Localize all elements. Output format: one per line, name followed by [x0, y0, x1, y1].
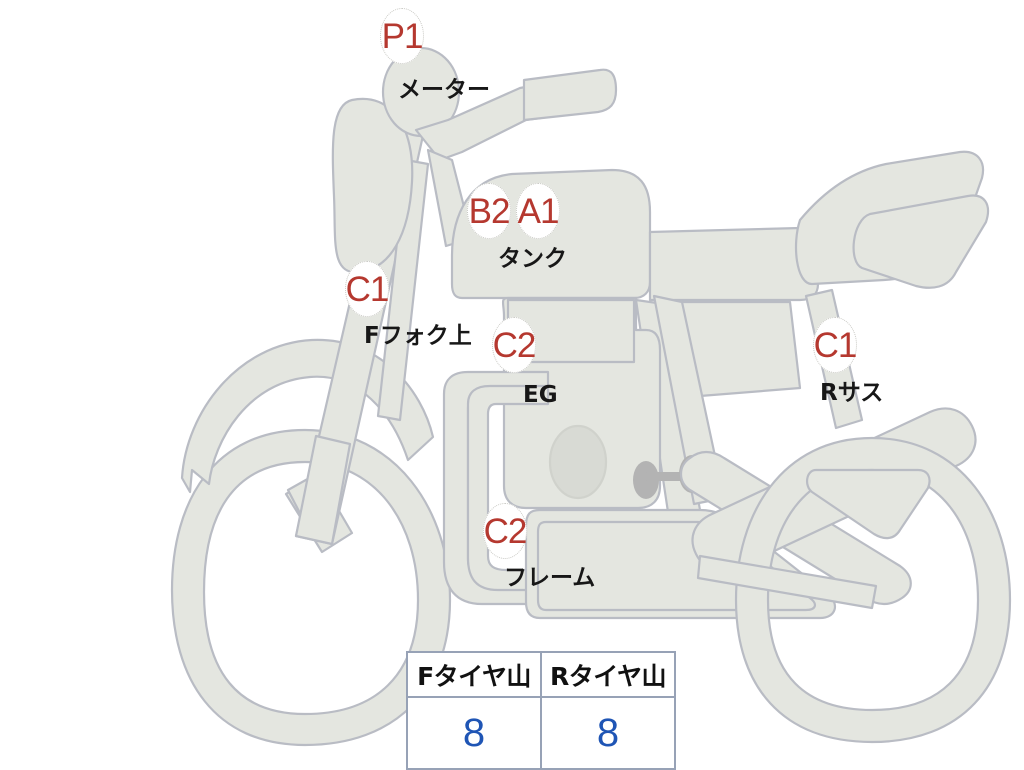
tire-tread-table: Fタイヤ山 Rタイヤ山 8 8 [406, 651, 676, 770]
label-front-fork: Fフォク上 [364, 323, 472, 349]
handlebar-grip [522, 68, 618, 122]
marker-tank-grade-b[interactable]: B2 [467, 183, 511, 239]
table-header-front-tire: Fタイヤ山 [406, 651, 542, 698]
front-wheel-icon [170, 428, 452, 747]
marker-front-fork-grade[interactable]: C1 [345, 261, 389, 317]
table-header-rear-tire: Rタイヤ山 [540, 651, 676, 698]
table-cell-front-tire-value[interactable]: 8 [406, 696, 542, 770]
rear-wheel-icon [734, 436, 1012, 744]
label-rear-suspension: Rサス [820, 380, 884, 406]
clutch-cover [548, 424, 608, 500]
frame-inner-loop [466, 384, 702, 592]
label-tank: タンク [498, 246, 567, 272]
label-meter: メーター [398, 77, 490, 103]
marker-rear-suspension-grade[interactable]: C1 [813, 317, 857, 373]
table-header-row: Fタイヤ山 Rタイヤ山 [406, 651, 676, 698]
tail-piece [852, 194, 990, 289]
rear-hub-cover [806, 468, 931, 540]
front-fork-slider [294, 434, 352, 546]
marker-meter-grade[interactable]: P1 [380, 8, 424, 64]
seat [648, 226, 820, 302]
marker-frame-grade[interactable]: C2 [483, 503, 527, 559]
marker-tank-grade-a[interactable]: A1 [516, 183, 560, 239]
label-frame: フレーム [504, 565, 596, 591]
marker-engine-grade[interactable]: C2 [492, 317, 536, 373]
label-engine: EG [523, 382, 558, 408]
chain-stay [696, 554, 878, 610]
table-row: 8 8 [406, 696, 676, 770]
front-fork-inner-tube [376, 158, 430, 422]
front-fender [180, 338, 435, 494]
table-cell-rear-tire-value[interactable]: 8 [540, 696, 676, 770]
